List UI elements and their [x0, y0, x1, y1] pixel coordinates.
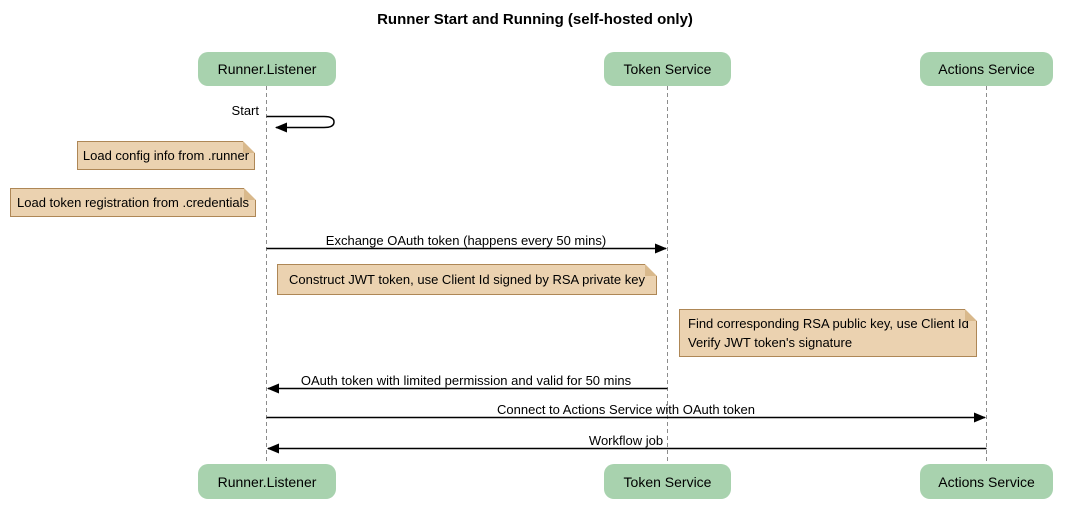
message-label-connect-actions: Connect to Actions Service with OAuth to…	[497, 402, 755, 417]
self-message-arrow-start	[266, 115, 335, 133]
participant-actions-service-bottom: Actions Service	[920, 464, 1053, 499]
note-load-config: Load config info from .runner	[77, 141, 255, 170]
participant-label: Actions Service	[938, 61, 1035, 77]
note-text-line: Find corresponding RSA public key, use C…	[688, 316, 969, 331]
note-text: Load token registration from .credential…	[17, 195, 249, 210]
participant-label: Token Service	[623, 473, 712, 490]
note-text: Load config info from .runner	[82, 148, 250, 163]
participant-token-service-bottom: Token Service	[604, 464, 731, 499]
message-label-start: Start	[231, 103, 259, 118]
message-label-workflow-job: Workflow job	[588, 433, 664, 448]
note-load-token-registration: Load token registration from .credential…	[10, 188, 256, 217]
diagram-title: Runner Start and Running (self-hosted on…	[377, 11, 693, 28]
participant-label: Token Service	[623, 61, 712, 77]
participant-label: Runner.Listener	[217, 473, 317, 490]
note-text: Construct JWT token, use Client Id signe…	[289, 272, 645, 287]
message-label-exchange-oauth: Exchange OAuth token (happens every 50 m…	[325, 233, 607, 248]
participant-runner-listener-bottom: Runner.Listener	[198, 464, 336, 499]
note-text-line: Verify JWT token's signature	[688, 335, 853, 350]
participant-runner-listener-top: Runner.Listener	[198, 52, 336, 86]
participant-token-service-top: Token Service	[604, 52, 731, 86]
message-label-oauth-token: OAuth token with limited permission and …	[300, 373, 632, 388]
participant-actions-service-top: Actions Service	[920, 52, 1053, 86]
participant-label: Runner.Listener	[217, 61, 317, 77]
note-verify-jwt: Find corresponding RSA public key, use C…	[679, 309, 977, 357]
participant-label: Actions Service	[938, 473, 1035, 490]
note-construct-jwt: Construct JWT token, use Client Id signe…	[277, 264, 657, 295]
